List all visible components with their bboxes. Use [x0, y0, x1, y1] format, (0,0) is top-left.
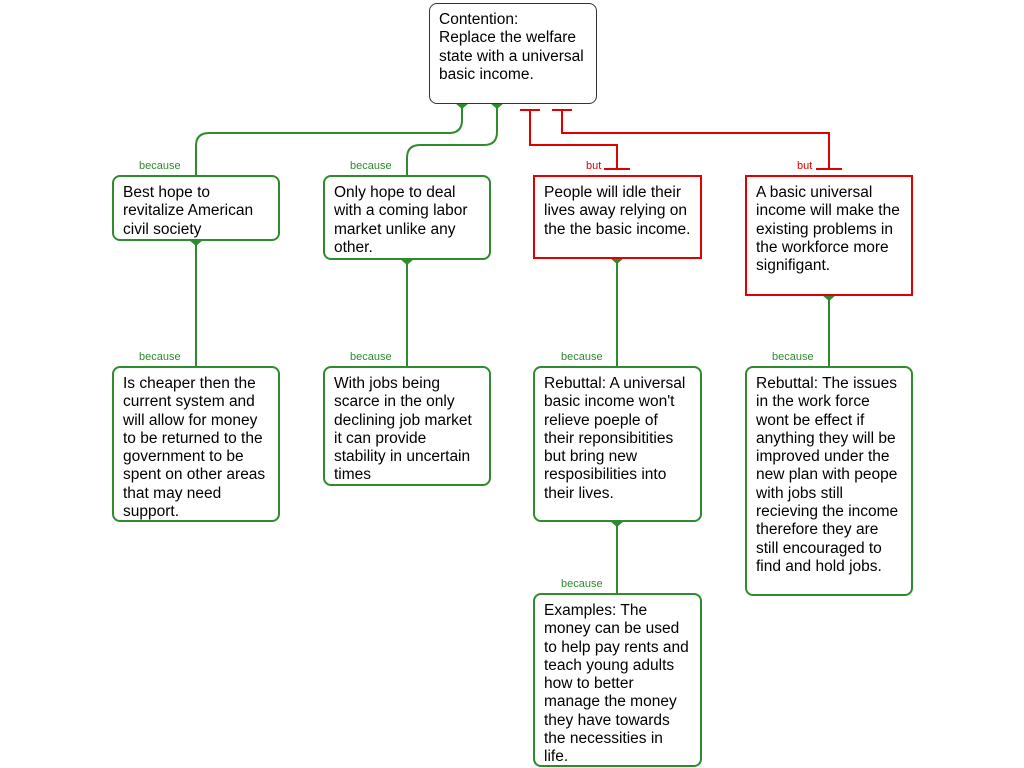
but-label: but: [796, 160, 814, 172]
example-box[interactable]: Examples: The money can be used to help …: [533, 593, 702, 767]
connector-tab: [490, 103, 504, 109]
because-label: because: [560, 351, 604, 363]
rebuttal-box-1[interactable]: Rebuttal: A universal basic income won't…: [533, 366, 702, 522]
connector-tab: [400, 259, 414, 265]
connector-contention-reason-2: [406, 103, 498, 176]
but-label: but: [585, 160, 603, 172]
connector-objection-2: [552, 109, 842, 170]
rebuttal-box-2[interactable]: Rebuttal: The issues in the work force w…: [745, 366, 913, 596]
because-label: because: [349, 160, 393, 172]
because-label: because: [138, 351, 182, 363]
evidence-box-2[interactable]: With jobs being scarce in the only decli…: [323, 366, 491, 486]
connector-contention-reason-1: [195, 103, 463, 176]
contention-box[interactable]: Contention: Replace the welfare state wi…: [429, 3, 597, 104]
because-label: because: [349, 351, 393, 363]
connector-tab: [610, 521, 624, 527]
connector-tab: [822, 295, 836, 301]
connector-tab: [455, 103, 469, 109]
because-label: because: [771, 351, 815, 363]
reason-box-2[interactable]: Only hope to deal with a coming labor ma…: [323, 175, 491, 260]
because-label: because: [560, 578, 604, 590]
evidence-box-1[interactable]: Is cheaper then the current system and w…: [112, 366, 280, 522]
objection-box-1[interactable]: People will idle their lives away relyin…: [533, 175, 702, 259]
connector-tab: [189, 240, 203, 246]
connector-objection-1: [520, 109, 630, 170]
objection-box-2[interactable]: A basic universal income will make the e…: [745, 175, 913, 296]
because-label: because: [138, 160, 182, 172]
reason-box-1[interactable]: Best hope to revitalize American civil s…: [112, 175, 280, 241]
connector-tab: [610, 258, 624, 264]
